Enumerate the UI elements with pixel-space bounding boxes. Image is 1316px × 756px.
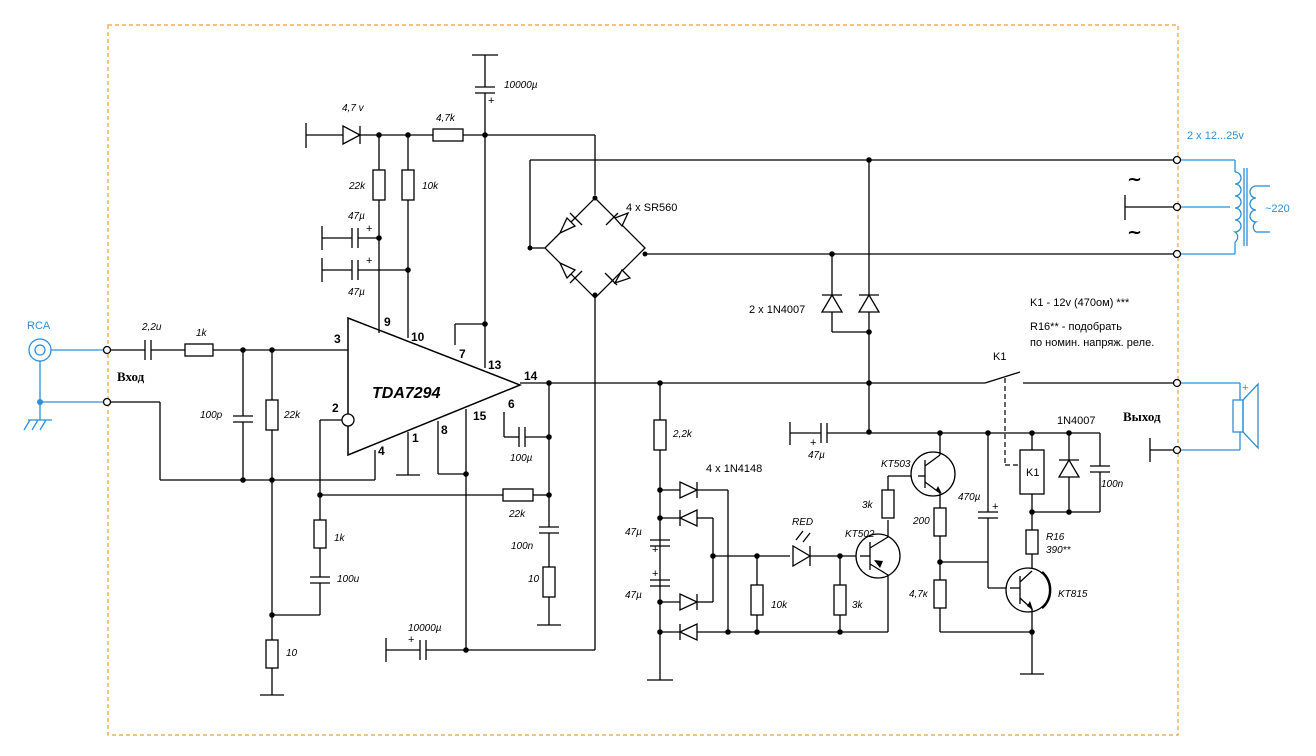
r-4-7k-prot-label: 4,7к <box>909 589 929 600</box>
relay-diode-label: 1N4007 <box>1057 415 1096 427</box>
board-outline <box>107 24 1179 736</box>
c-10000-top-label: 10000µ <box>504 80 538 91</box>
led-label: RED <box>792 517 813 528</box>
r-10k-bias-label: 10k <box>422 181 439 192</box>
pin-9: 9 <box>384 315 391 329</box>
kt502-label: KT502 <box>845 529 875 540</box>
pin-1: 1 <box>412 431 419 445</box>
diode-quad-label: 4 x 1N4148 <box>706 463 762 475</box>
c-100p-label: 100p <box>200 410 223 421</box>
r-10-label: 10 <box>286 648 298 659</box>
note-k1: K1 - 12v (470ом) *** <box>1030 297 1130 309</box>
r-2-2k-label: 2,2k <box>672 429 693 440</box>
bias-network: + + + <box>305 54 596 282</box>
r-in-label: 1k <box>196 328 208 339</box>
note-r16-b: по номин. напряж. реле. <box>1030 337 1154 349</box>
svg-text:+: + <box>366 255 372 267</box>
svg-text:+: + <box>488 95 494 107</box>
pin-10: 10 <box>411 330 425 344</box>
diode-pair <box>820 157 881 432</box>
svg-text:+: + <box>810 437 816 449</box>
c-47-relay-label: 47µ <box>808 450 825 461</box>
c-47-p1-label: 47µ <box>625 527 642 538</box>
pin-13: 13 <box>488 358 502 372</box>
output-label: Выход <box>1123 409 1161 424</box>
r-10-zobel-label: 10 <box>528 574 540 585</box>
relay-cap-label: 100n <box>1101 479 1124 490</box>
r16-label: R16 <box>1046 532 1065 543</box>
pin-7: 7 <box>459 347 466 361</box>
pin-15: 15 <box>473 409 487 423</box>
transformer <box>1124 155 1270 259</box>
c-470-label: 470µ <box>958 492 981 503</box>
r-10k-prot-label: 10k <box>771 600 788 611</box>
r-3k-base-label: 3k <box>862 500 874 511</box>
svg-text:+: + <box>408 634 414 646</box>
transformer-secondary-label: 2 x 12...25v <box>1187 130 1244 142</box>
feedback-wiring <box>272 419 549 616</box>
svg-text:+: + <box>1242 382 1248 394</box>
c-in-label: 2,2u <box>141 322 162 333</box>
pin-4: 4 <box>378 444 385 458</box>
chip-pin-wiring <box>378 135 985 650</box>
ac-symbol-2: ~ <box>1127 222 1142 243</box>
relay-coil-label: K1 <box>1026 467 1039 479</box>
r-200-label: 200 <box>912 516 930 527</box>
transformer-primary-label: ~220 <box>1265 203 1290 215</box>
svg-text:+: + <box>652 568 658 580</box>
kt815-label: KT815 <box>1058 589 1088 600</box>
pin-8: 8 <box>441 423 448 437</box>
input-label: Вход <box>117 369 145 384</box>
svg-text:+: + <box>652 544 658 556</box>
input-terminal-signal <box>102 345 112 355</box>
pin-2: 2 <box>332 401 339 415</box>
rca-label: RCA <box>27 320 51 332</box>
pin-3: 3 <box>334 332 341 346</box>
r-1k-fb-label: 1k <box>334 533 346 544</box>
note-r16-a: R16** - подобрать <box>1030 321 1122 333</box>
pin-6: 6 <box>508 397 515 411</box>
tda7294-chip <box>341 316 523 457</box>
relay-contact <box>984 371 1182 466</box>
c-47-b-label: 47µ <box>348 287 365 298</box>
c-47-p2-label: 47µ <box>625 590 642 601</box>
r-3k-prot-label: 3k <box>852 600 864 611</box>
c-100u-boot-label: 100µ <box>510 453 533 464</box>
r-47k-label: 4,7k <box>436 113 456 124</box>
diode-pair-label: 2 x 1N4007 <box>749 304 805 316</box>
r-22k-bias-label: 22k <box>348 181 366 192</box>
kt503-label: KT503 <box>881 459 911 470</box>
chip-name: TDA7294 <box>372 385 441 402</box>
r-22k-in-label: 22k <box>283 410 301 421</box>
zener-label: 4,7 v <box>342 103 365 114</box>
speaker-icon: + <box>1181 382 1259 451</box>
svg-text:+: + <box>992 501 998 513</box>
bridge-label: 4 x SR560 <box>626 202 677 214</box>
c-10000-bot-label: 10000µ <box>408 623 442 634</box>
input-terminal-ground <box>102 397 112 407</box>
r16-value-label: 390** <box>1046 545 1072 556</box>
protection-circuit: + + <box>647 380 1110 681</box>
pin-14: 14 <box>524 369 538 383</box>
r-22k-fb-label: 22k <box>508 509 526 520</box>
svg-text:+: + <box>366 223 372 235</box>
c-47-a-label: 47µ <box>348 211 365 222</box>
input-wiring <box>111 340 376 696</box>
diode-bridge <box>527 159 1177 299</box>
bottom-supply-cap: + <box>385 295 596 662</box>
relay-contact-label: K1 <box>993 351 1006 363</box>
rca-connector <box>23 338 107 431</box>
ac-symbol-1: ~ <box>1127 169 1142 190</box>
c-100n-zobel-label: 100n <box>511 541 534 552</box>
c-100u-fb-label: 100u <box>337 574 360 585</box>
